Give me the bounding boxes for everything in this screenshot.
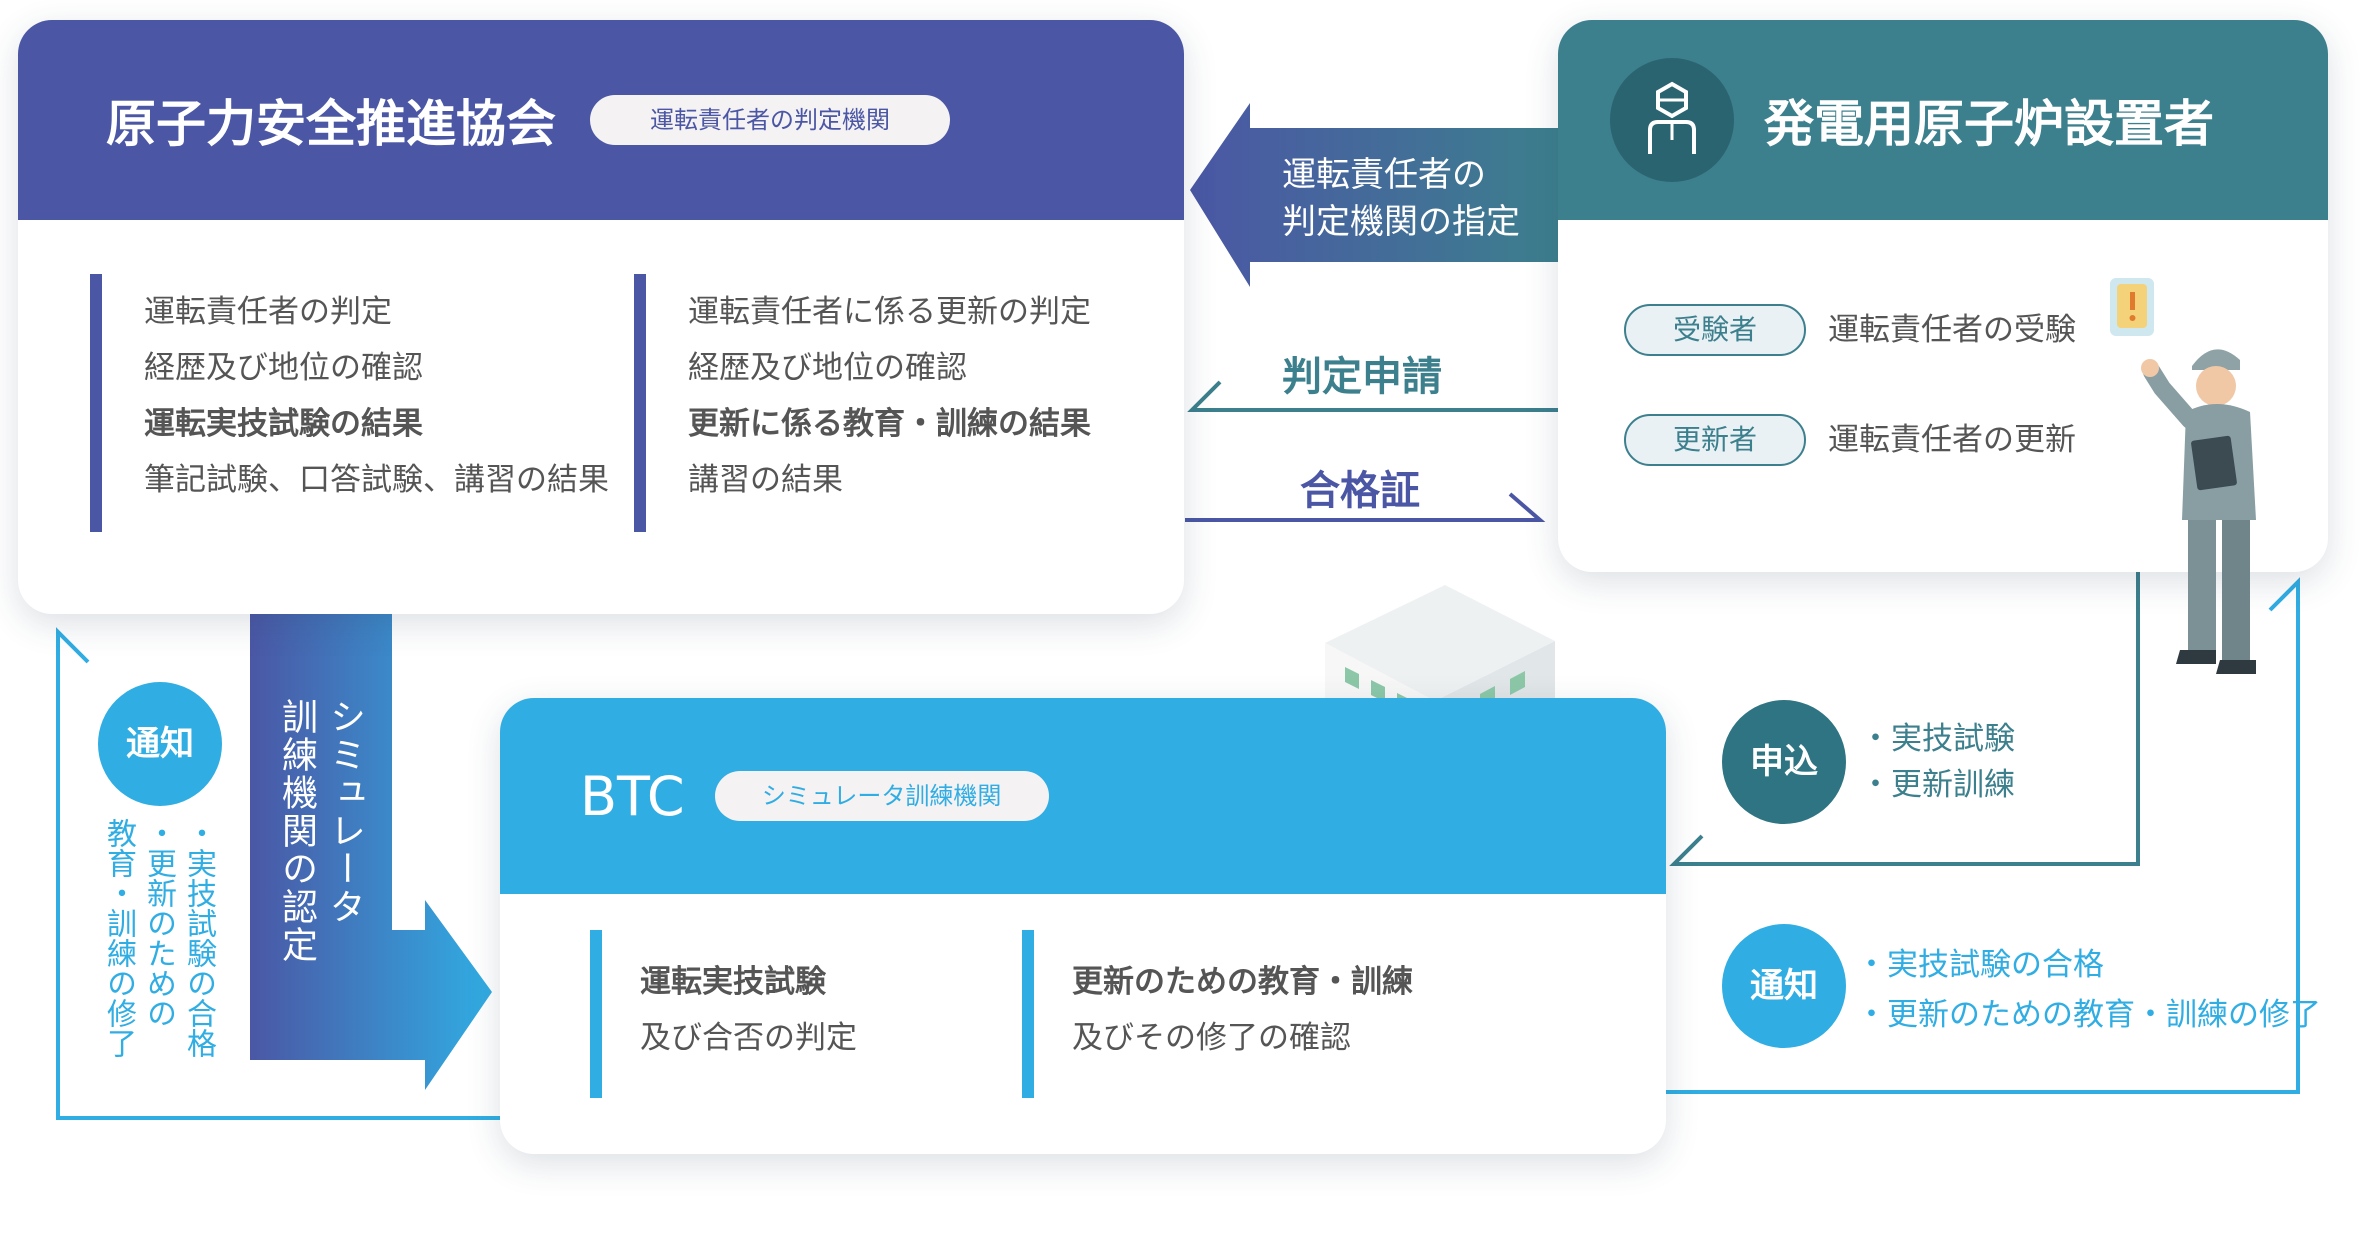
list-item: 運転責任者に係る更新の判定 xyxy=(688,294,1091,330)
examinee-text: 運転責任者の受験 xyxy=(1828,312,2076,348)
right-notice-item-1: ・実技試験の合格 xyxy=(1856,947,2104,983)
examinee-badge: 受験者 xyxy=(1624,304,1806,356)
list-item: 運転責任者の判定 xyxy=(144,294,392,330)
person-icon xyxy=(1610,58,1734,182)
renewer-badge: 更新者 xyxy=(1624,414,1806,466)
list-item: 更新に係る教育・訓練の結果 xyxy=(688,406,1091,442)
kyokai-right-bar xyxy=(634,274,646,532)
kyokai-title: 原子力安全推進協会 xyxy=(106,95,556,153)
btc-title: BTC xyxy=(580,764,685,828)
renewer-text: 運転責任者の更新 xyxy=(1828,422,2076,458)
list-item: 及び合否の判定 xyxy=(640,1020,857,1056)
btc-left-bar xyxy=(590,930,602,1098)
designation-arrow xyxy=(1190,103,1560,287)
list-item: 運転実技試験 xyxy=(640,964,826,1000)
designation-label: 運転責任者の 判定機関の指定 xyxy=(1282,152,1520,246)
list-item: 経歴及び地位の確認 xyxy=(144,350,423,386)
application-line xyxy=(1187,380,1558,412)
btc-right-bar xyxy=(1022,930,1034,1098)
certificate-label: 合格証 xyxy=(1300,468,1420,514)
btc-badge: シミュレータ訓練機関 xyxy=(714,771,1049,821)
right-notice-line xyxy=(1666,577,2300,1094)
setchisha-title: 発電用原子炉設置者 xyxy=(1764,95,2214,153)
setchisha-card: 発電用原子炉設置者 受験者 運転責任者の受験 更新者 運転責任者の更新 xyxy=(1558,20,2328,572)
left-notice-items: ・実技試験の合格 ・更新のための 教育・訓練の修了 xyxy=(98,818,218,1078)
right-notice-items: ・実技試験の合格 ・更新のための教育・訓練の修了 xyxy=(1856,940,2321,1040)
certification-label: シミュレータ 訓練機関の認定 xyxy=(272,698,368,1038)
btc-left-list: 運転実技試験 及び合否の判定 xyxy=(640,954,857,1066)
list-item: 経歴及び地位の確認 xyxy=(688,350,967,386)
list-item: 運転実技試験の結果 xyxy=(144,406,423,442)
right-notice-circle: 通知 xyxy=(1722,924,1846,1048)
apply-item-2: ・更新訓練 xyxy=(1860,767,2015,803)
apply-items: ・実技試験 ・更新訓練 xyxy=(1860,716,2015,808)
kyokai-left-bar xyxy=(90,274,102,532)
list-item: 筆記試験、口答試験、講習の結果 xyxy=(144,462,609,498)
designation-label-line-2: 判定機関の指定 xyxy=(1282,202,1520,242)
application-label: 判定申請 xyxy=(1282,354,1442,400)
list-item: 講習の結果 xyxy=(688,462,843,498)
kyokai-badge: 運転責任者の判定機関 xyxy=(590,95,950,145)
apply-item-1: ・実技試験 xyxy=(1860,721,2015,757)
left-notice-circle: 通知 xyxy=(98,682,222,806)
designation-label-line-1: 運転責任者の xyxy=(1282,155,1486,195)
certification-label-line-2: 訓練機関の認定 xyxy=(276,698,317,964)
setchisha-header: 発電用原子炉設置者 xyxy=(1558,20,2328,220)
apply-circle: 申込 xyxy=(1722,700,1846,824)
kyokai-right-list: 運転責任者に係る更新の判定 経歴及び地位の確認 更新に係る教育・訓練の結果 講習… xyxy=(688,284,1091,508)
kyokai-header: 原子力安全推進協会 運転責任者の判定機関 xyxy=(18,20,1184,220)
right-notice-item-2: ・更新のための教育・訓練の修了 xyxy=(1856,997,2321,1033)
left-notice-line xyxy=(56,627,500,1120)
kyokai-left-list: 運転責任者の判定 経歴及び地位の確認 運転実技試験の結果 筆記試験、口答試験、講… xyxy=(144,284,609,508)
left-notice-item-2: ・更新のための xyxy=(141,818,176,1028)
certification-label-line-1: シミュレータ xyxy=(324,698,365,926)
left-notice-item-3: 教育・訓練の修了 xyxy=(101,818,136,1058)
worker-illustration xyxy=(2110,278,2256,674)
btc-card: BTC シミュレータ訓練機関 運転実技試験 及び合否の判定 更新のための教育・訓… xyxy=(500,698,1666,1154)
btc-header: BTC シミュレータ訓練機関 xyxy=(500,698,1666,894)
certificate-line xyxy=(1185,492,1546,522)
left-notice-item-1: ・実技試験の合格 xyxy=(181,818,216,1058)
kyokai-card: 原子力安全推進協会 運転責任者の判定機関 運転責任者の判定 経歴及び地位の確認 … xyxy=(18,20,1184,614)
list-item: 及びその修了の確認 xyxy=(1072,1020,1351,1056)
certification-arrow xyxy=(250,590,492,1090)
list-item: 更新のための教育・訓練 xyxy=(1072,964,1413,1000)
btc-right-list: 更新のための教育・訓練 及びその修了の確認 xyxy=(1072,954,1413,1066)
apply-line xyxy=(1669,572,2140,866)
